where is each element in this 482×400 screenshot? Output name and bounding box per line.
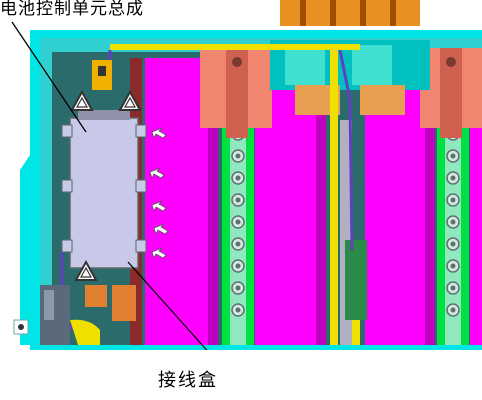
pointer-arrow-icon xyxy=(149,167,165,180)
leader-line-bottom xyxy=(127,261,213,357)
pointer-arrow-icon xyxy=(151,247,167,260)
warning-triangle-icon xyxy=(118,89,142,111)
pointer-arrow-icon xyxy=(151,200,167,213)
battery-control-unit-box xyxy=(61,110,147,269)
callout-battery-control-unit: 电池控制单元总成 xyxy=(0,0,144,19)
pointer-arrow-icon xyxy=(151,127,167,140)
callout-junction-box: 接线盒 xyxy=(158,370,218,391)
leader-line-top xyxy=(11,21,87,133)
cyan-frame-left xyxy=(20,140,40,345)
pointer-arrow-icon xyxy=(153,223,169,236)
pointer-arrows xyxy=(149,127,169,260)
warning-triangle-icon xyxy=(70,89,94,111)
warning-triangle-icon xyxy=(74,259,98,281)
yellow-busbar xyxy=(330,48,338,345)
